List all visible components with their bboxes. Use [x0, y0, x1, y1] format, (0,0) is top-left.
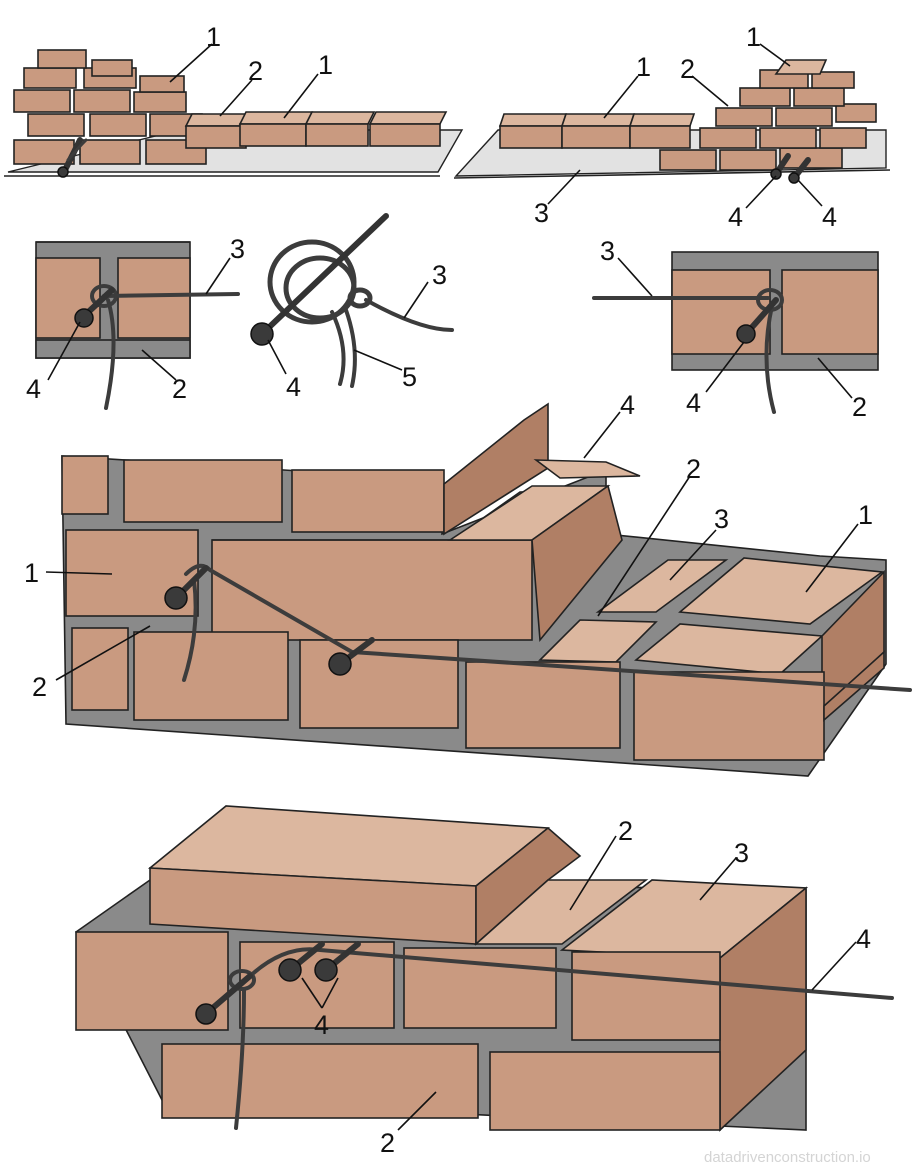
label-1-middle-wall-right: 1: [858, 500, 873, 530]
top-left-corner-panel: [4, 49, 464, 178]
detail-left-panel: [35, 241, 240, 410]
bottom-wall-panel: [74, 805, 894, 1132]
label-1-top-left: 1: [206, 22, 221, 52]
leader-lines: [45, 43, 859, 1131]
label-4-top-right-a: 4: [728, 202, 743, 232]
label-1-middle-wall-left: 1: [24, 558, 39, 588]
label-3-bottom-wall: 3: [734, 838, 749, 868]
label-5-knot: 5: [402, 362, 417, 392]
middle-wall-panel: [61, 402, 912, 777]
label-2-detail-left: 2: [172, 374, 187, 404]
label-1-top-right-row: 1: [636, 52, 651, 82]
label-3-detail-left: 3: [230, 234, 245, 264]
label-3-detail-right: 3: [600, 236, 615, 266]
label-4-bottom-wall-pins: 4: [314, 1010, 329, 1040]
watermark: datadrivenconstruction.io: [704, 1149, 871, 1166]
label-4-detail-left: 4: [26, 374, 41, 404]
label-2-top-right: 2: [680, 54, 695, 84]
detail-right-panel: [592, 251, 879, 414]
label-1-top-right: 1: [746, 22, 761, 52]
label-1-top-left-row: 1: [318, 50, 333, 80]
label-4-bottom-wall-right: 4: [856, 924, 871, 954]
label-2-bottom-wall-top: 2: [618, 816, 633, 846]
label-3-top-right: 3: [534, 198, 549, 228]
top-right-corner-panel: [453, 59, 891, 184]
label-3-knot: 3: [432, 260, 447, 290]
label-2-middle-wall-left: 2: [32, 672, 47, 702]
number-labels: 1 2 1 1 2 1 3 4 4 3 4 2 3 4 5 3 4 2 4 2 …: [24, 22, 873, 1158]
label-2-detail-right: 2: [852, 392, 867, 422]
label-4-top-right-b: 4: [822, 202, 837, 232]
label-2-top-left: 2: [248, 56, 263, 86]
label-4-middle-wall: 4: [620, 390, 635, 420]
label-2-middle-wall-right: 2: [686, 454, 701, 484]
pin-head: [57, 166, 69, 178]
label-3-middle-wall: 3: [714, 504, 729, 534]
label-4-detail-right: 4: [686, 388, 701, 418]
label-4-knot: 4: [286, 372, 301, 402]
knot-detail-panel: [250, 213, 454, 388]
label-2-bottom-wall-bottom: 2: [380, 1128, 395, 1158]
